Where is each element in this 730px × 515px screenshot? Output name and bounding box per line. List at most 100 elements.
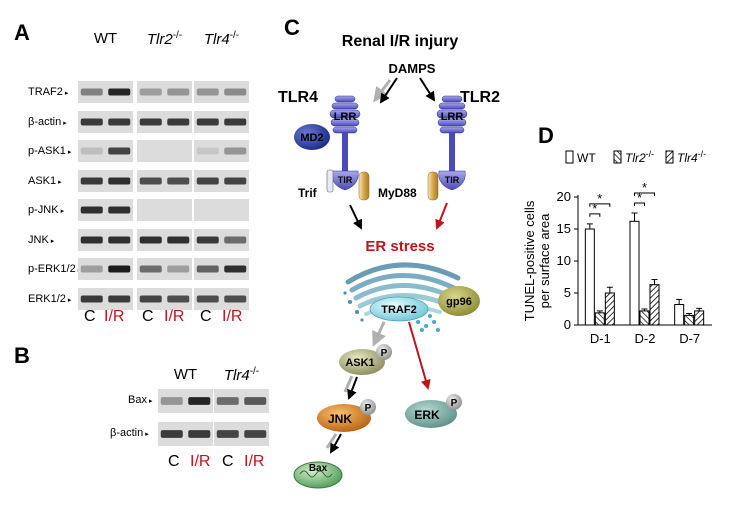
panel-a-group-name-0: WT: [93, 30, 118, 47]
traf2-protein: [369, 296, 429, 322]
panel-a-row-label-7: ERK1/2▸: [28, 293, 71, 305]
panel-a-blot-4-2: [194, 199, 249, 221]
panel-a-blot-3-2: [194, 169, 249, 192]
panel-a-row-label-3: ASK1▸: [28, 175, 62, 187]
tlr2-receptor: [436, 95, 468, 191]
arrow-jnk-to-bax: [330, 433, 342, 454]
panel-b-blot-0-0: [158, 389, 213, 413]
pathway-diagram: Renal I/R injury DAMPS TLR4 TLR2 LRR TIR…: [278, 33, 500, 489]
legend-swatch-1: [613, 150, 622, 164]
panel-a-letter: A: [14, 20, 30, 45]
panel-a-row-pointer-icon-2: ▸: [67, 149, 72, 156]
panel-a-row-name-0: TRAF2: [28, 86, 63, 98]
bar-D-2-1: [639, 310, 650, 326]
arrow-tlr2-to-er-stress: [435, 202, 448, 230]
gp96-label: gp96: [446, 296, 472, 308]
sig-star-0-b: *: [597, 191, 602, 206]
panel-a-blot-2-2: [194, 140, 249, 162]
x-tick-label-2: D-7: [679, 331, 700, 346]
tlr4-label: TLR4: [278, 89, 318, 106]
panel-a-group-name-1: Tlr2: [146, 31, 173, 48]
legend-label-1: Tlr2-/-: [625, 149, 654, 165]
tlr2-label: TLR2: [460, 89, 500, 106]
panel-a-blot-5-1: [137, 228, 192, 251]
panel-b-blot-1-0: [158, 422, 213, 446]
panel-a-blot-0-2: [194, 81, 249, 103]
erk-phospho-marker: [446, 394, 462, 410]
y-tick-label-4: 20: [557, 189, 571, 204]
panel-a-row-label-5: JNK▸: [28, 234, 54, 246]
panel-a-row-pointer-icon-7: ▸: [67, 296, 72, 304]
jnk-protein: [317, 404, 371, 432]
panel-a-blot-2-0: [78, 140, 133, 162]
panel-a-row-pointer-icon-4: ▸: [60, 208, 65, 215]
x-tick-label-1: D-2: [635, 331, 656, 346]
md2-label: MD2: [300, 132, 323, 144]
panel-a-blot-1-0: [78, 110, 133, 133]
sig-bracket-0-a: [589, 213, 601, 217]
er-stress-label: ER stress: [365, 238, 434, 255]
jnk-phospho-marker: [360, 399, 376, 415]
y-tick-label-0: 0: [564, 317, 571, 332]
sig-star-1-a: *: [637, 190, 642, 205]
erk-phospho-label: P: [451, 398, 458, 409]
y-tick-label-2: 10: [557, 253, 571, 268]
panel-a-blot-1-2: [194, 110, 249, 133]
bar-D-2-2: [649, 284, 660, 326]
x-tick-label-0: D-1: [590, 331, 611, 346]
panel-a-group-sup-1: -/-: [172, 30, 183, 41]
y-axis-label-line-0: TUNEL-positive cells: [522, 200, 537, 321]
panel-a-row-pointer-icon-1: ▸: [63, 119, 67, 127]
panel-a-lane-label-0: C: [84, 308, 96, 325]
arrow-ask1-gray: [343, 375, 354, 393]
damps-arrow-gray-left: [373, 79, 392, 103]
panel-a-row-pointer-icon-3: ▸: [58, 178, 62, 186]
panel-a-row-name-5: JNK: [28, 233, 49, 246]
panel-b-row-label-0: Bax▸: [128, 394, 152, 406]
legend-label-0: WT: [577, 151, 596, 165]
myd88-tlr2-adaptor: [427, 171, 439, 201]
panel-a-group-name-2: Tlr4: [203, 31, 230, 48]
panel-a-row-name-4: p-JNK: [28, 204, 59, 216]
panel-a-group-sup-2: -/-: [229, 30, 240, 41]
panel-a-blot-1-1: [137, 110, 192, 133]
panel-b-blot-0-1: [214, 389, 269, 413]
ask1-protein: [339, 349, 385, 375]
traf2-label: TRAF2: [381, 304, 416, 316]
panel-a-row-label-1: β-actin▸: [28, 116, 67, 128]
tlr4-tir-label: TIR: [338, 175, 353, 185]
panel-b-row-name-1: β-actin: [110, 427, 144, 439]
panel-a-blot-7-1: [137, 287, 192, 310]
legend-swatch-2: [665, 150, 674, 164]
myd88-tlr4-adaptor: [358, 171, 370, 201]
sig-star-1-b: *: [642, 180, 647, 195]
bar-D-1-2: [604, 292, 615, 326]
panel-a-blot-6-2: [194, 258, 249, 280]
ask1-label: ASK1: [345, 357, 374, 369]
panel-b-group-name-0: WT: [173, 366, 198, 383]
panel-a-row-label-6: p-ERK1/2▸: [28, 263, 81, 275]
panel-b-row-name-0: Bax: [128, 394, 147, 406]
ask1-phospho-marker: [376, 344, 392, 360]
panel-a-blot-6-1: [137, 258, 192, 280]
panel-a-group-label-2: Tlr4-/-: [194, 30, 249, 48]
panel-c-letter: C: [284, 15, 300, 40]
trif-adaptor: [326, 169, 334, 193]
panel-b-row-pointer-icon-0: ▸: [148, 398, 153, 405]
panel-a-group-label-1: Tlr2-/-: [137, 30, 192, 48]
panel-b-lane-label-2: C: [222, 453, 234, 470]
erk-label: ERK: [414, 408, 440, 422]
bar-D-1-0: [584, 228, 595, 326]
sig-star-0-a: *: [592, 201, 597, 216]
panel-b-row-pointer-icon-1: ▸: [145, 431, 149, 438]
panel-a-blot-3-1: [137, 169, 192, 192]
panel-a-row-pointer-icon-5: ▸: [50, 237, 55, 245]
panel-a-blot-2-1: [137, 140, 192, 162]
mitochondrion: [293, 461, 343, 489]
sig-bracket-1-a: [634, 202, 645, 206]
panel-a-row-name-2: p-ASK1: [28, 145, 66, 157]
panel-a-lane-label-3: I/R: [164, 308, 185, 325]
myd88-label: MyD88: [378, 186, 417, 200]
jnk-label: JNK: [328, 412, 352, 426]
diagram-title: Renal I/R injury: [342, 33, 459, 50]
